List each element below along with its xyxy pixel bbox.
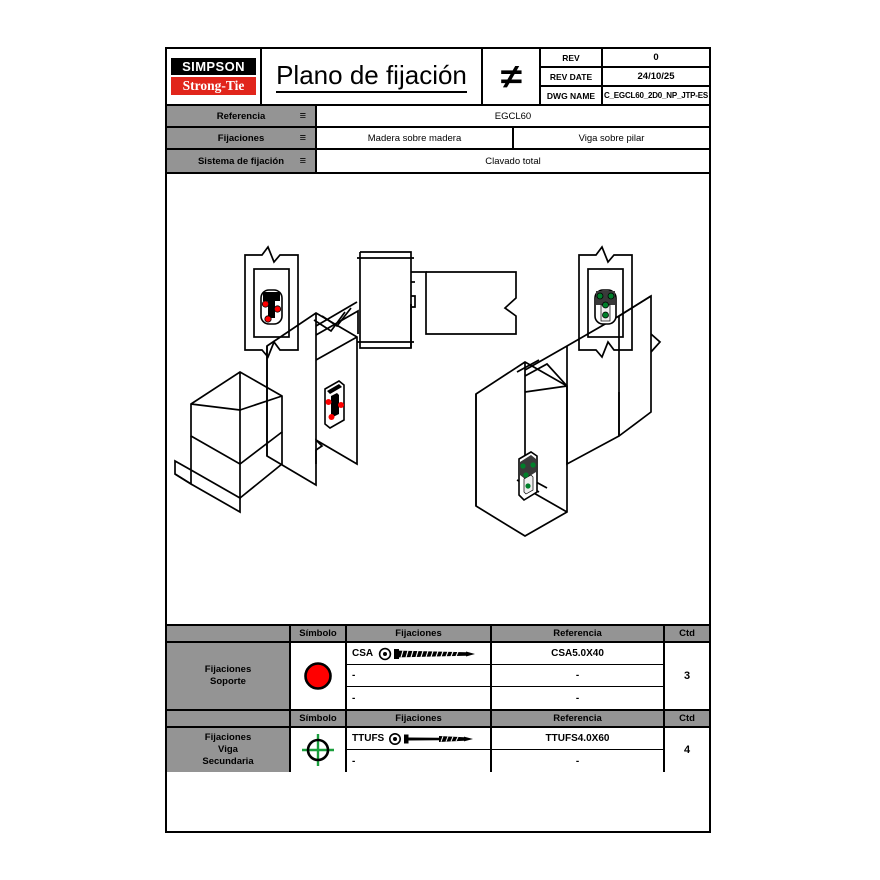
fastener-reference: - — [492, 665, 663, 687]
header-spacer — [167, 626, 291, 641]
logo-strongtie-text: Strong-Tie — [171, 77, 256, 95]
header-fijaciones: Fijaciones — [347, 626, 492, 641]
drawing-canvas — [167, 174, 709, 626]
rear-elevation-view — [578, 245, 633, 359]
section-side-view — [357, 251, 517, 349]
fastener-group-name-line3: Secundaria — [202, 756, 254, 767]
fastener-group-name-line1: Fijaciones — [204, 732, 252, 743]
drawing-sheet: SIMPSON Strong-Tie Plano de fijación ≠ R… — [165, 47, 711, 833]
spec-label-fijaciones: Fijaciones ≡ — [167, 128, 317, 148]
spec-label-text: Fijaciones — [217, 132, 265, 144]
full-thread-screw-icon — [378, 647, 476, 660]
partial-thread-screw-icon — [389, 732, 474, 745]
fastener-code: - — [352, 670, 356, 681]
connector-iso-left-red — [324, 380, 345, 429]
dwg-name-row: DWG NAME C_EGCL60_2D0_NP_JTP-ES — [541, 87, 709, 104]
revision-date-row: REV DATE 24/10/25 — [541, 68, 709, 87]
spec-values: Clavado total — [317, 150, 709, 172]
fastener-reference: - — [575, 692, 580, 704]
fastener-reference-column: CSA5.0X40 - - — [492, 643, 665, 709]
equals-icon: ≡ — [299, 132, 306, 144]
fastener-reference: - — [575, 755, 580, 767]
fastener-row: - — [347, 687, 490, 709]
company-logo: SIMPSON Strong-Tie — [167, 49, 262, 104]
fastener-row: - — [347, 750, 490, 772]
fastener-code: TTUFS — [352, 733, 385, 744]
spec-value-referencia: EGCL60 — [494, 110, 532, 122]
fastener-table-soporte: Símbolo Fijaciones Referencia Ctd Fijaci… — [167, 626, 709, 711]
header-referencia: Referencia — [492, 626, 665, 641]
fastener-group-name-line1: Fijaciones — [204, 664, 252, 675]
rev-value: 0 — [653, 52, 659, 63]
fastener-quantity: 4 — [683, 744, 691, 756]
spec-row-referencia: Referencia ≡ EGCL60 — [167, 106, 709, 128]
rev-date-value: 24/10/25 — [637, 71, 675, 82]
spec-value-material: Madera sobre madera — [317, 128, 514, 148]
rev-date-label: REV DATE — [541, 68, 603, 85]
fastener-code: CSA — [352, 648, 374, 659]
spec-value-sistema: Clavado total — [485, 155, 541, 167]
dwg-name-label: DWG NAME — [541, 87, 603, 104]
sheet-title: Plano de fijación — [262, 49, 483, 104]
green-crosshair-circle-icon — [302, 734, 334, 766]
fastener-fixings-column: TTUFS - — [347, 728, 492, 772]
revision-row: REV 0 — [541, 49, 709, 68]
spec-label-referencia: Referencia ≡ — [167, 106, 317, 126]
spec-row-sistema: Sistema de fijación ≡ Clavado total — [167, 150, 709, 172]
header-simbolo: Símbolo — [291, 711, 347, 726]
fastener-row: CSA — [347, 643, 490, 665]
title-block: SIMPSON Strong-Tie Plano de fijación ≠ R… — [167, 49, 709, 106]
spec-label-text: Referencia — [216, 110, 266, 122]
spec-row-fijaciones: Fijaciones ≡ Madera sobre madera Viga so… — [167, 128, 709, 150]
fastener-table-body: Fijaciones Soporte CSA — [167, 643, 709, 709]
equals-icon: ≡ — [299, 110, 306, 122]
fastener-table-header: Símbolo Fijaciones Referencia Ctd — [167, 711, 709, 728]
fastener-table-header: Símbolo Fijaciones Referencia Ctd — [167, 626, 709, 643]
fastener-table-body: Fijaciones Viga Secundaria TTUFS — [167, 728, 709, 772]
red-filled-circle-icon — [304, 662, 332, 690]
not-equal-symbol-cell: ≠ — [483, 49, 541, 104]
page-title: Plano de fijación — [276, 60, 467, 93]
spec-label-text: Sistema de fijación — [197, 155, 285, 167]
spec-value-connection: Viga sobre pilar — [578, 132, 645, 144]
front-elevation-view — [244, 245, 299, 359]
rev-label: REV — [541, 49, 603, 66]
dwg-name-value: C_EGCL60_2D0_NP_JTP-ES — [603, 91, 709, 100]
connector-front-with-red-fasteners — [260, 289, 283, 325]
logo-simpson-text: SIMPSON — [171, 58, 256, 75]
fastener-quantity: 3 — [683, 670, 691, 682]
header-simbolo: Símbolo — [291, 626, 347, 641]
fastener-fixings-column: CSA — [347, 643, 492, 709]
equals-icon: ≡ — [299, 155, 306, 167]
not-equal-icon: ≠ — [500, 57, 522, 96]
fastener-reference: TTUFS4.0X60 — [492, 728, 663, 750]
header-fijaciones: Fijaciones — [347, 711, 492, 726]
spec-values: EGCL60 — [317, 106, 709, 126]
header-referencia: Referencia — [492, 711, 665, 726]
fastener-group-name-line2: Viga — [218, 744, 238, 755]
fastener-row: - — [347, 665, 490, 687]
fastener-reference-column: TTUFS4.0X60 - — [492, 728, 665, 772]
fastener-row: TTUFS — [347, 728, 490, 750]
revision-block: REV 0 REV DATE 24/10/25 DWG NAME C_EGCL6… — [541, 49, 709, 104]
header-spacer — [167, 711, 291, 726]
header-ctd: Ctd — [679, 713, 695, 724]
fastener-symbol-cell — [291, 728, 347, 772]
spec-values: Madera sobre madera Viga sobre pilar — [317, 128, 709, 148]
fastener-group-name: Fijaciones Viga Secundaria — [167, 728, 291, 772]
fastener-group-name-line2: Soporte — [210, 676, 246, 687]
fastener-symbol-cell — [291, 643, 347, 709]
fastener-code: - — [352, 755, 356, 767]
fastener-code: - — [352, 692, 356, 704]
technical-drawing-svg — [174, 245, 662, 537]
spec-label-sistema: Sistema de fijación ≡ — [167, 150, 317, 172]
connector-iso-right-green — [518, 451, 538, 502]
fastener-table-viga-secundaria: Símbolo Fijaciones Referencia Ctd Fijaci… — [167, 711, 709, 772]
isometric-view-beam-to-column-support — [174, 301, 359, 514]
specification-table: Referencia ≡ EGCL60 Fijaciones ≡ Madera … — [167, 106, 709, 174]
header-ctd: Ctd — [679, 628, 695, 639]
connector-rear-with-green-fasteners — [594, 289, 617, 325]
fastener-group-name: Fijaciones Soporte — [167, 643, 291, 709]
fastener-reference: CSA5.0X40 — [492, 643, 663, 665]
